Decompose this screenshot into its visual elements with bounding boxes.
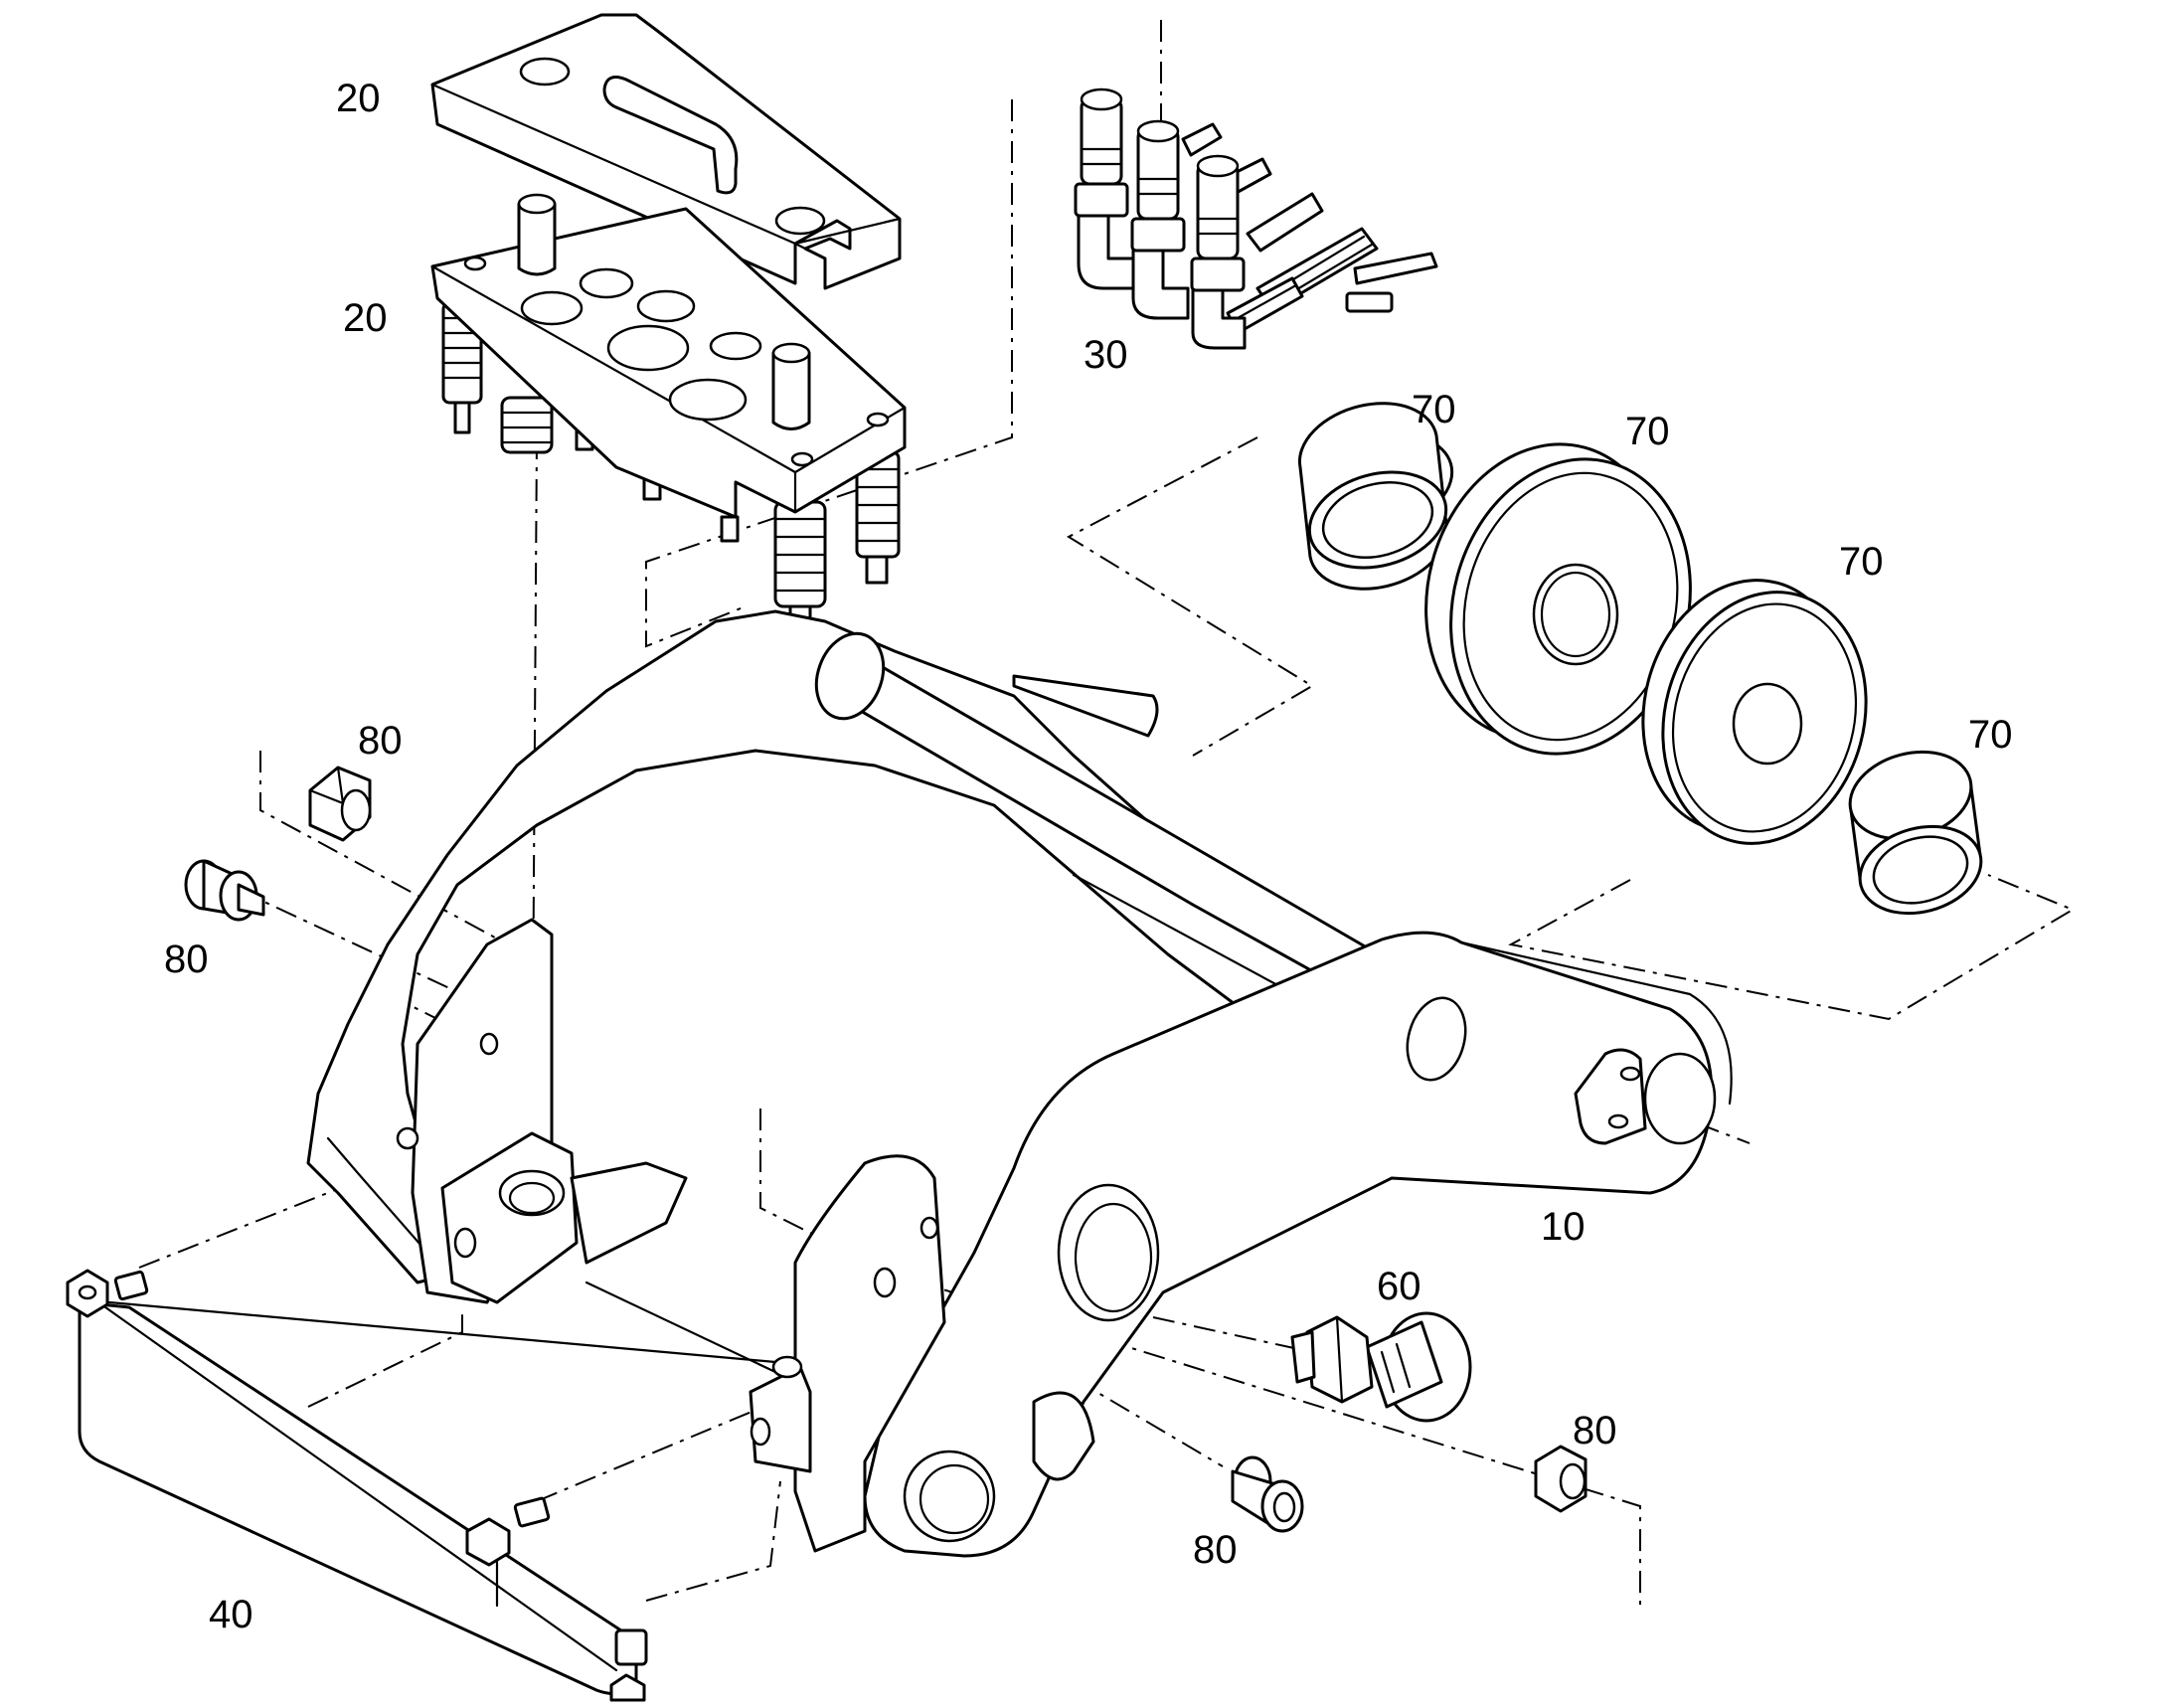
label-screw-bottom: 80 <box>1193 1528 1238 1572</box>
hose-kit-part <box>1074 87 1438 350</box>
roller-wheel-large-part <box>1424 442 1692 756</box>
label-roller-sleeve-top: 70 <box>1412 388 1456 431</box>
guard-plate-part <box>66 1269 777 1702</box>
grease-nipple-part <box>1290 1311 1472 1423</box>
roller-sleeve-bottom-part <box>1848 750 1983 916</box>
label-frame: 10 <box>1541 1205 1586 1249</box>
label-roller-wheel-large: 70 <box>1625 410 1670 453</box>
label-hose-kit: 30 <box>1084 333 1128 377</box>
screw-bottom-part <box>1231 1455 1304 1533</box>
cover-plate-part <box>430 13 902 290</box>
label-cover-plate: 20 <box>336 77 381 120</box>
nut-right-part <box>1534 1445 1588 1513</box>
label-nut-right: 80 <box>1573 1409 1617 1452</box>
roller-wheel-small-part <box>1641 579 1868 845</box>
screw-left-part <box>184 859 265 922</box>
nut-left-part <box>308 766 372 842</box>
main-frame-part <box>306 609 1733 1558</box>
roller-sleeve-top-part <box>1297 402 1454 591</box>
callout-labels: 20 20 30 70 70 70 70 80 80 10 60 80 80 4… <box>164 77 2013 1636</box>
valve-block-part <box>430 193 907 638</box>
label-guard-plate: 40 <box>209 1593 253 1636</box>
label-roller-wheel-small: 70 <box>1839 540 1884 584</box>
label-valve-block: 20 <box>343 296 388 340</box>
label-grease-nipple: 60 <box>1377 1265 1421 1308</box>
label-nut-left: 80 <box>358 719 403 763</box>
label-roller-sleeve-bottom: 70 <box>1968 713 2013 757</box>
label-screw-left: 80 <box>164 938 209 981</box>
